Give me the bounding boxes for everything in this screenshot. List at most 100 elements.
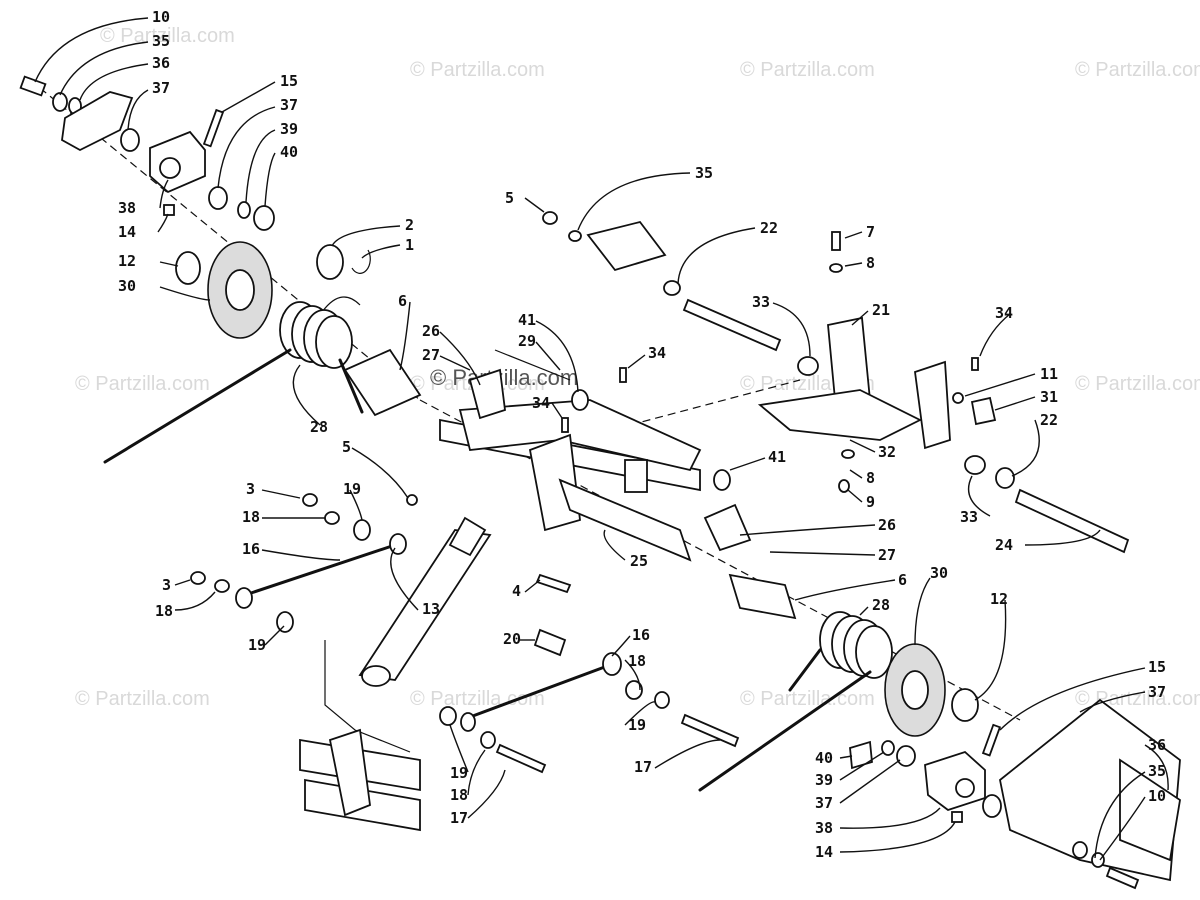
axle-hole — [159, 157, 181, 179]
spacer-tube — [343, 348, 422, 417]
bolt — [831, 231, 841, 251]
axis-line — [629, 379, 801, 426]
nut — [838, 479, 850, 493]
right-side-plate-assembly — [849, 698, 1181, 890]
axle-bolt — [682, 298, 782, 352]
center-frame — [439, 349, 752, 562]
watermark: © Partzilla.com — [430, 365, 578, 390]
block — [624, 459, 648, 493]
washer — [952, 392, 964, 404]
callout-label: 16 — [632, 626, 650, 644]
bolt-head — [970, 396, 997, 426]
callout-label: 19 — [450, 764, 468, 782]
callout-label: 30 — [930, 564, 948, 582]
callout-label: 26 — [878, 516, 896, 534]
spacer — [253, 205, 275, 231]
callout-label: 29 — [518, 332, 536, 350]
bushing — [439, 706, 457, 726]
left-idler-wheel — [175, 241, 371, 339]
callout-label: 35 — [1148, 762, 1166, 780]
watermark: © Partzilla.com — [75, 688, 210, 710]
bolt — [1105, 866, 1140, 890]
callout-labels: 10 35 36 37 15 37 39 40 38 14 12 30 2 1 … — [118, 8, 1166, 861]
spring-arm — [103, 348, 292, 464]
axle-block — [924, 750, 986, 812]
upper-link-left — [190, 493, 407, 633]
bolt-head — [19, 75, 47, 97]
wheel-hub — [225, 269, 255, 311]
bolt — [680, 713, 740, 748]
callout-label: 10 — [1148, 787, 1166, 805]
callout-label: 6 — [398, 292, 407, 310]
clamp — [328, 728, 371, 817]
bushing — [797, 356, 819, 376]
callout-label: 27 — [422, 346, 440, 364]
left-side-plate-assembly — [19, 75, 275, 231]
callout-label: 18 — [628, 652, 646, 670]
callout-label: 20 — [503, 630, 521, 648]
limiter-assembly — [757, 231, 1130, 554]
grease-fitting — [619, 367, 627, 383]
watermark: © Partzilla.com — [1075, 373, 1200, 395]
watermark: © Partzilla.com — [410, 59, 545, 81]
right-idler-wheel — [884, 643, 979, 737]
callout-label: 26 — [422, 322, 440, 340]
axis-line — [39, 87, 421, 401]
callout-label: 5 — [342, 438, 351, 456]
callout-label: 12 — [990, 590, 1008, 608]
callout-label: 34 — [995, 304, 1013, 322]
callout-label: 38 — [815, 819, 833, 837]
callout-label: 22 — [760, 219, 778, 237]
callout-label: 39 — [815, 771, 833, 789]
callout-label: 18 — [155, 602, 173, 620]
callout-label: 15 — [280, 72, 298, 90]
axle-bolt — [1014, 488, 1130, 554]
bolt — [535, 573, 572, 594]
shock-top — [448, 516, 487, 557]
callout-label: 6 — [898, 571, 907, 589]
callout-label: 37 — [815, 794, 833, 812]
callout-label: 15 — [1148, 658, 1166, 676]
callout-label: 5 — [505, 189, 514, 207]
top-bracket — [542, 211, 782, 352]
main-frame — [458, 399, 702, 472]
callout-label: 8 — [866, 469, 875, 487]
wheel-hub — [901, 670, 929, 710]
nut — [663, 280, 681, 296]
callout-label: 4 — [512, 582, 521, 600]
spring-arm — [338, 358, 364, 414]
callout-label: 39 — [280, 120, 298, 138]
callout-label: 36 — [1148, 736, 1166, 754]
drawing-layer — [19, 75, 1181, 890]
axle-hole — [955, 778, 975, 798]
lower-shaft — [558, 478, 692, 562]
bushing — [353, 519, 371, 541]
slide-bracket — [586, 220, 667, 272]
bolt — [495, 743, 547, 774]
spring-arm — [788, 648, 822, 692]
spacer — [896, 745, 916, 767]
nut — [995, 467, 1015, 489]
callout-label: 12 — [118, 252, 136, 270]
bearing — [175, 251, 201, 285]
washer — [52, 92, 68, 112]
callout-label: 31 — [1040, 388, 1058, 406]
washer — [480, 731, 496, 749]
washer — [881, 740, 895, 756]
left-torsion-spring — [103, 296, 364, 464]
spacer — [849, 740, 873, 770]
link-rod — [460, 663, 612, 722]
callout-label: 37 — [152, 79, 170, 97]
callout-label: 10 — [152, 8, 170, 26]
callout-label: 28 — [310, 418, 328, 436]
washer — [568, 230, 582, 242]
bearing — [316, 244, 344, 280]
grease-fitting — [971, 357, 979, 371]
lower-link — [439, 652, 740, 774]
nut — [406, 494, 418, 506]
bolt — [981, 723, 1002, 757]
spring-arm — [698, 670, 872, 792]
callout-label: 41 — [768, 448, 786, 466]
nut — [163, 204, 175, 216]
